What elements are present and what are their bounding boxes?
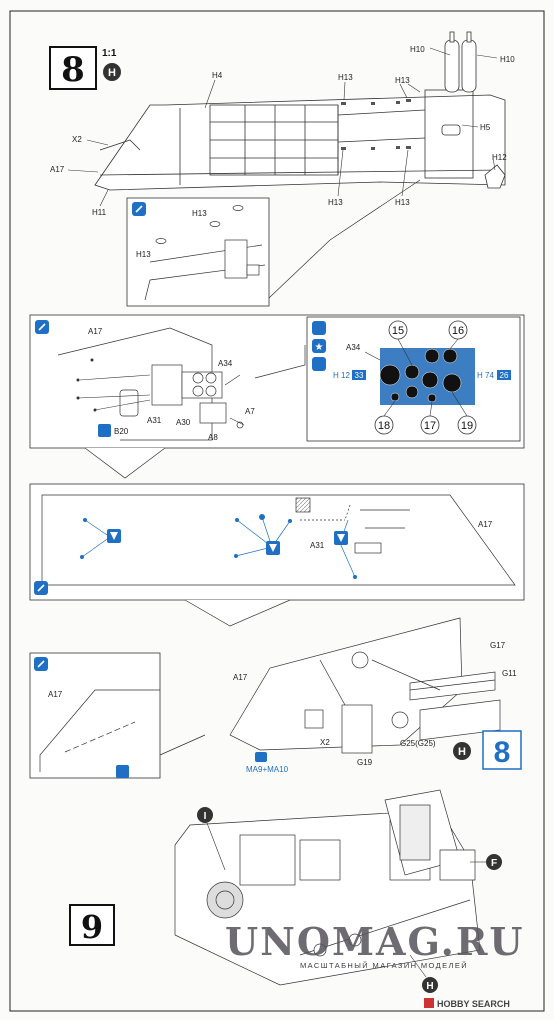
inset1-label-h13-a: H13 xyxy=(192,209,207,218)
step-8-number: 8 xyxy=(61,50,85,90)
scale-label: 1:1 xyxy=(102,48,117,59)
callout-h-circle xyxy=(422,977,438,993)
inset2-label-b20: B20 xyxy=(114,427,129,436)
hull-clamps xyxy=(341,99,411,150)
next-step-number: 8 xyxy=(494,736,511,769)
step-9-box xyxy=(69,904,115,946)
ref-left-num1: 12 xyxy=(341,371,350,380)
gauge-num-19: 19 xyxy=(461,420,473,432)
ref-left-letter: H xyxy=(333,371,339,380)
label-h4: H4 xyxy=(212,71,223,80)
panel-drill-icons xyxy=(107,529,348,555)
inset1-label-h13-b: H13 xyxy=(136,250,151,259)
label-h10-right: H10 xyxy=(500,55,515,64)
gauge-dials xyxy=(379,348,462,403)
ref-right-letter: H xyxy=(477,371,483,380)
hull-side-drawing xyxy=(94,31,506,191)
gauges-decal-icon xyxy=(312,357,326,371)
inset-clamps-pointer xyxy=(268,179,421,299)
hull-leaders xyxy=(67,47,498,207)
callout-f-circle xyxy=(486,854,502,870)
lower-main-drawing xyxy=(229,617,501,754)
watermark-subtitle: МАСШТАБНЫЙ МАГАЗИН МОДЕЛЕЙ xyxy=(300,961,468,970)
step-9-number: 9 xyxy=(81,908,103,946)
gauge-num-16: 16 xyxy=(452,325,464,337)
label-a17: A17 xyxy=(50,165,65,174)
ref-left-num2: 33 xyxy=(355,371,364,380)
ref-right-num1: 74 xyxy=(485,371,494,380)
inset2-label-a17: A17 xyxy=(88,327,103,336)
panel-drawing xyxy=(41,494,516,586)
lower-label-g25: G25(G25) xyxy=(400,739,436,748)
gauge-num-17: 17 xyxy=(424,420,436,432)
lower-left-drawing xyxy=(39,689,160,772)
gauge-num-18: 18 xyxy=(378,420,390,432)
badge-h-letter: H xyxy=(108,67,116,79)
step9-hull-drawing xyxy=(174,789,481,986)
gauges-star-icon xyxy=(312,339,326,353)
ref-right-num2: 26 xyxy=(500,371,509,380)
label-h5: H5 xyxy=(480,123,491,132)
watermark-title: UNOMAG.RU xyxy=(225,919,525,964)
gauge-number-circles xyxy=(374,320,477,435)
lower-left-label-a17: A17 xyxy=(48,690,63,699)
lower-label-g17: G17 xyxy=(490,641,506,650)
inset2-label-a30: A30 xyxy=(176,418,191,427)
panel-label-a17: A17 xyxy=(478,520,493,529)
svg-text:★: ★ xyxy=(315,342,324,353)
lower-label-x2: X2 xyxy=(320,738,330,747)
interior-drawing xyxy=(57,327,244,441)
callout-i: I xyxy=(204,811,207,822)
label-h13-top-b: H13 xyxy=(395,76,410,85)
texture-icon xyxy=(116,765,129,778)
inset2-label-a31: A31 xyxy=(147,416,162,425)
step-8-box xyxy=(49,46,97,90)
callout-f: F xyxy=(491,858,497,869)
b20-icon xyxy=(98,424,111,437)
next-step-box xyxy=(482,730,522,770)
credit-brand: HOBBY SEARCH xyxy=(437,999,510,1009)
page-border xyxy=(9,10,545,1012)
label-h13-top-a: H13 xyxy=(338,73,353,82)
panel-label-a31: A31 xyxy=(310,541,325,550)
gauge-num-15: 15 xyxy=(392,325,404,337)
interior-arrows xyxy=(76,358,97,412)
label-h12: H12 xyxy=(492,153,507,162)
inset2-label-a34: A34 xyxy=(218,359,233,368)
label-x2: X2 xyxy=(72,135,82,144)
callout-i-circle xyxy=(197,807,213,823)
inset2-label-a8: A8 xyxy=(208,433,218,442)
brush-icon xyxy=(135,205,143,213)
lower-label-g11: G11 xyxy=(502,669,517,678)
callout-h: H xyxy=(426,981,433,992)
label-h11: H11 xyxy=(92,208,107,217)
hobby-search-logo-icon xyxy=(424,998,434,1008)
lower-label-g19: G19 xyxy=(357,758,373,767)
label-h13-bot-b: H13 xyxy=(395,198,410,207)
next-badge-circle xyxy=(453,742,471,760)
hull-labels: H10 H10 H4 H13 H13 H5 X2 A17 H11 H13 H13… xyxy=(50,45,515,217)
next-badge-letter: H xyxy=(458,746,466,758)
ma-icon xyxy=(255,752,267,762)
ma-label: MA9+MA10 xyxy=(246,765,289,774)
badge-h-circle xyxy=(103,63,121,81)
inset2-label-a7: A7 xyxy=(245,407,255,416)
gauges-paint-icon xyxy=(312,321,326,335)
lower-label-a17: A17 xyxy=(233,673,248,682)
inset-interior-pointer xyxy=(84,447,166,479)
inset-lower-left xyxy=(29,652,161,779)
label-h10-left: H10 xyxy=(410,45,425,54)
label-h13-bot-a: H13 xyxy=(328,198,343,207)
inset-clamps-drawing xyxy=(144,205,266,301)
gauge-label-a34: A34 xyxy=(346,343,361,352)
